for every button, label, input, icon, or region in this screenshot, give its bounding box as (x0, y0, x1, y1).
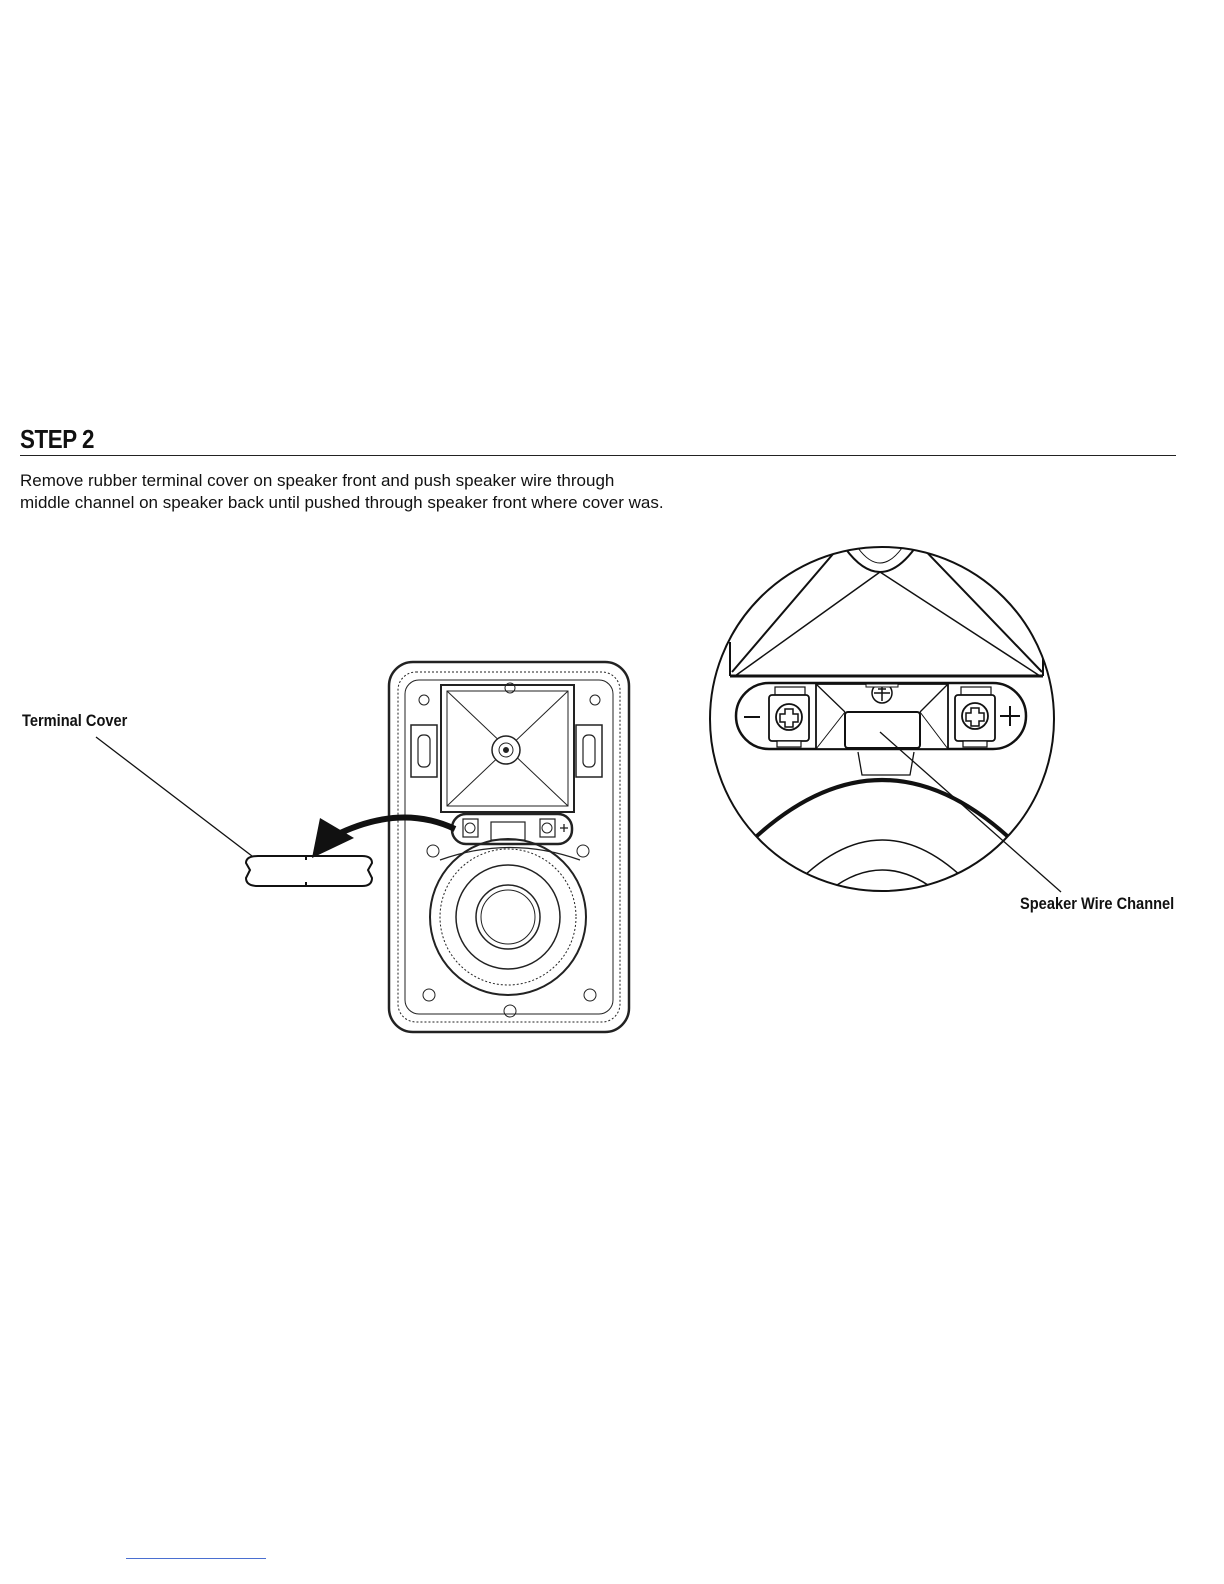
wire-channel (816, 683, 948, 749)
woofer (430, 839, 586, 995)
left-slot (411, 725, 437, 777)
right-slot (576, 725, 602, 777)
tweeter (441, 685, 574, 812)
curved-arrow-icon (312, 818, 455, 858)
zoom-detail (710, 540, 1054, 891)
terminal-cover-shape (246, 856, 372, 886)
terminal-cover-leader (96, 737, 265, 866)
speaker-wire-channel-leader (880, 732, 1061, 892)
speaker-front (389, 662, 629, 1032)
footer-link-underline (126, 1558, 266, 1559)
zoom-terminal-plate (736, 683, 1026, 775)
